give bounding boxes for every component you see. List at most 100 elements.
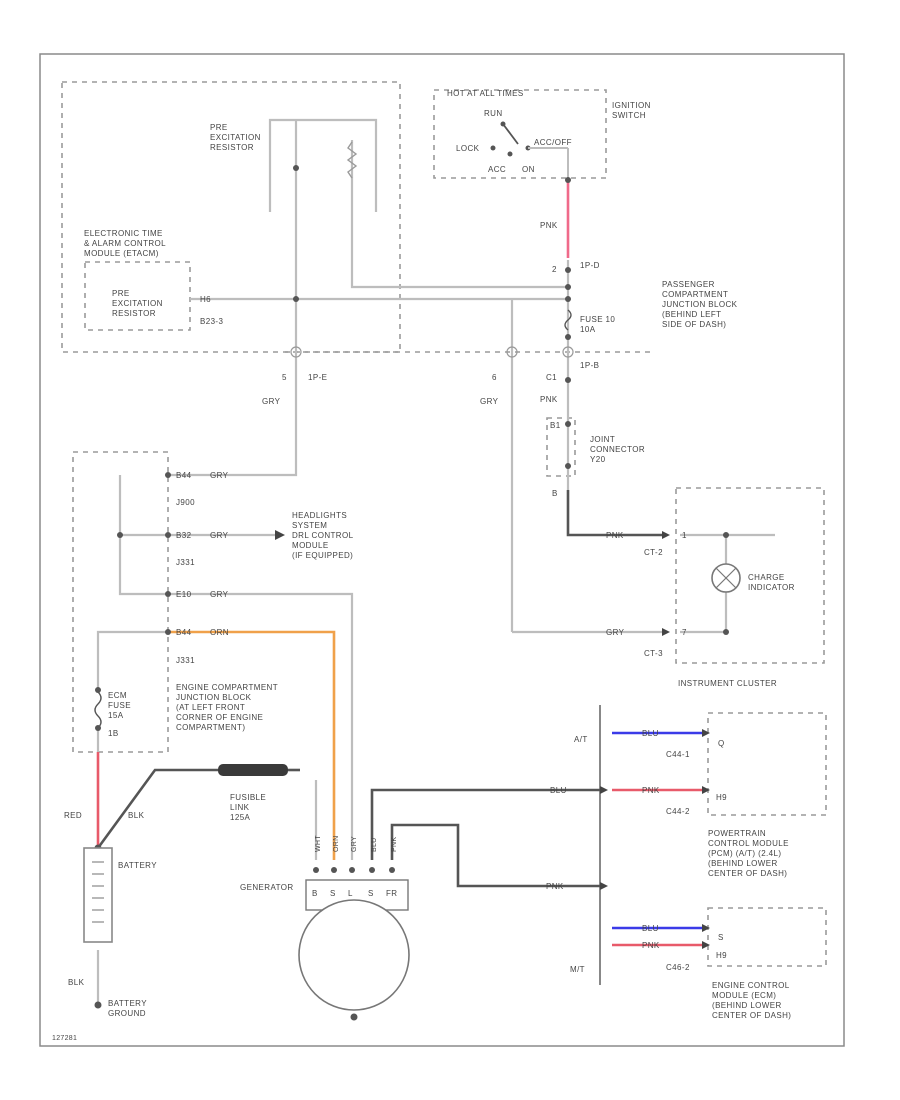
pjb-fuse-and-connectors — [290, 309, 574, 358]
ecm-fuse-symbol — [94, 691, 102, 729]
pcm-wire-1: BLU — [642, 729, 659, 738]
pcm-conn-1: C44-1 — [666, 750, 690, 759]
wire-pnk-pjb: PNK — [540, 395, 558, 404]
gen-arrow-2 — [600, 882, 608, 890]
pjb-bot-pin: C1 — [546, 373, 557, 382]
etacm-pin-b23: B23-3 — [200, 317, 223, 326]
colored-wires — [96, 180, 702, 947]
ecm-wire-1: BLU — [642, 924, 659, 933]
gen-wire-2: ORN — [333, 836, 340, 852]
etacm-pin-h6: H6 — [200, 295, 211, 304]
cluster-pin-1: 1 — [682, 531, 687, 540]
pcm-pin-2: H9 — [716, 793, 727, 802]
cluster-wire-gry: GRY — [606, 628, 625, 637]
gen-wire-3: GRY — [351, 836, 358, 852]
acc-label: ACC — [488, 165, 506, 174]
ecm-arrow-1 — [702, 924, 710, 932]
pcm-pin-1: Q — [718, 739, 725, 748]
wire-blk-1: BLK — [128, 811, 145, 820]
gen-wire-1: WHT — [315, 835, 322, 852]
pjb-top-conn: 1P-D — [580, 261, 600, 270]
ignition-wire-pnk: PNK — [540, 221, 558, 230]
diagram-id: 127281 — [52, 1035, 77, 1042]
ecm-conn: C46-2 — [666, 963, 690, 972]
pcm-conn-2: C44-2 — [666, 807, 690, 816]
gen-terminal-3: L — [348, 889, 353, 898]
instrument-cluster-label: INSTRUMENT CLUSTER — [678, 679, 777, 688]
ecjb-fuse-pin: 1B — [108, 729, 119, 738]
ecjb-pin-2: B32 — [176, 531, 192, 540]
ecm-arrow-2 — [702, 941, 710, 949]
on-label: ON — [522, 165, 535, 174]
ecjb-pin-4: B44 — [176, 628, 192, 637]
joint-top-pin: B1 — [550, 421, 561, 430]
gen-arrow-1 — [600, 786, 608, 794]
battery-symbol — [83, 847, 113, 943]
gen-wire-4: BLU — [371, 837, 378, 852]
wire-gry-2: GRY — [480, 397, 499, 406]
ignition-switch-enclosure — [433, 89, 607, 179]
diagram-border — [39, 53, 845, 1047]
pjb-top-pin: 2 — [552, 265, 557, 274]
ecjb-enclosure — [72, 451, 169, 753]
gen-terminal-2: S — [330, 889, 336, 898]
pre-excitation-resistor-symbol — [346, 141, 358, 179]
ecm-mt-label: M/T — [570, 965, 585, 974]
ecjb-wire-gry-2: GRY — [210, 531, 229, 540]
ecjb-pin-1: B44 — [176, 471, 192, 480]
wire-red: RED — [64, 811, 82, 820]
gen-wire-5: PNK — [391, 837, 398, 852]
ecjb-wire-gry-3: GRY — [210, 590, 229, 599]
cluster-arrow-1 — [662, 531, 670, 539]
ecjb-pin-3: E10 — [176, 590, 192, 599]
wire-gry-1: GRY — [262, 397, 281, 406]
generator-label: GENERATOR — [240, 883, 294, 892]
pjb-left-conn: 1P-E — [308, 373, 327, 382]
ecjb-joint-2: J331 — [176, 558, 195, 567]
ecjb-joint-3: J331 — [176, 656, 195, 665]
joint-bot-pin: B — [552, 489, 558, 498]
gen-terminal-1: B — [312, 889, 318, 898]
cluster-arrow-2 — [662, 628, 670, 636]
pcm-arrow-1 — [702, 729, 710, 737]
generator-symbol — [298, 867, 410, 1011]
ecjb-joint-1: J900 — [176, 498, 195, 507]
instrument-cluster-enclosure — [675, 487, 825, 664]
ecm-pin-1: S — [718, 933, 724, 942]
cluster-conn-1: CT-2 — [644, 548, 663, 557]
ecjb-wire-gry-1: GRY — [210, 471, 229, 480]
ecjb-wire-orn: ORN — [210, 628, 229, 637]
pjb-bot-conn: 1P-B — [580, 361, 599, 370]
acc-off-label: ACC/OFF — [534, 138, 572, 147]
ecm-wire-2: PNK — [642, 941, 660, 950]
wire-blk-2: BLK — [68, 978, 85, 987]
gen-terminal-4: S — [368, 889, 374, 898]
run-label: RUN — [484, 109, 503, 118]
gen-terminal-5: FR — [386, 889, 397, 898]
pjb-left-pin: 5 — [282, 373, 287, 382]
pjb-mid-pin: 6 — [492, 373, 497, 382]
cluster-pin-2: 7 — [682, 628, 687, 637]
cluster-conn-2: CT-3 — [644, 649, 663, 658]
gen-to-pcm-wire: BLU — [550, 786, 567, 795]
ecm-enclosure — [707, 907, 827, 967]
ecm-pin-2: H9 — [716, 951, 727, 960]
pcm-at-label: A/T — [574, 735, 588, 744]
joint-connector-enclosure — [546, 417, 576, 477]
gen-to-ecm-wire: PNK — [546, 882, 564, 891]
